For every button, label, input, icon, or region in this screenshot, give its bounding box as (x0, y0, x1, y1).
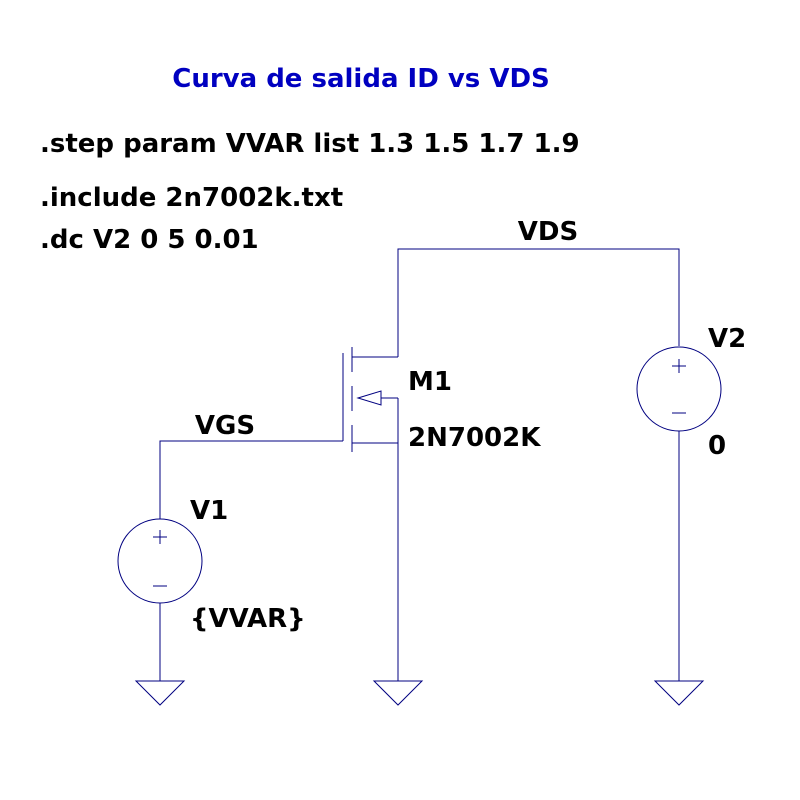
m1-model[interactable]: 2N7002K (408, 423, 541, 453)
v1-name[interactable]: V1 (190, 496, 228, 526)
wire-vgs-net[interactable] (159, 440, 343, 519)
ground-icon[interactable] (134, 680, 186, 706)
include-directive[interactable]: .include 2n7002k.txt (40, 183, 343, 213)
ground-icon[interactable] (653, 680, 705, 706)
step-directive[interactable]: .step param VVAR list 1.3 1.5 1.7 1.9 (40, 129, 580, 159)
wire-vds-net[interactable] (397, 248, 680, 357)
schematic-title: Curva de salida ID vs VDS (172, 64, 550, 94)
v1-value[interactable]: {VVAR} (190, 604, 306, 634)
voltage-source-icon[interactable] (636, 346, 722, 432)
net-label-vgs[interactable]: VGS (195, 411, 255, 441)
dc-directive[interactable]: .dc V2 0 5 0.01 (40, 225, 259, 255)
wires (159, 248, 680, 681)
net-label-vds[interactable]: VDS (518, 217, 578, 247)
v2-name[interactable]: V2 (708, 324, 746, 354)
voltage-source-icon[interactable] (117, 518, 203, 604)
v2-value[interactable]: 0 (708, 431, 726, 461)
ground-icon[interactable] (372, 680, 424, 706)
mosfet-arrow-icon (356, 390, 382, 406)
nmos-transistor-icon[interactable] (342, 347, 399, 452)
m1-name[interactable]: M1 (408, 367, 452, 397)
